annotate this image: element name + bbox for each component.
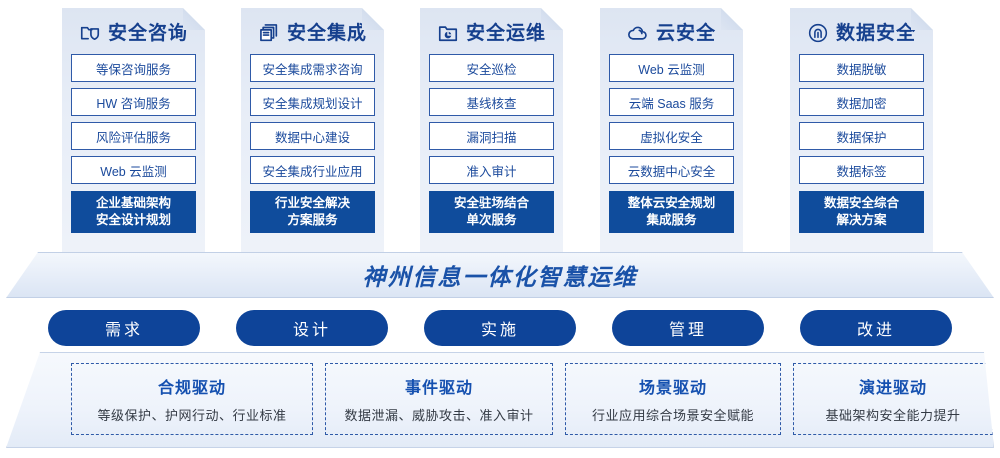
lifecycle-stages: 需求 设计 实施 管理 改进 (0, 310, 1000, 348)
stage-pill-management[interactable]: 管理 (612, 310, 764, 346)
driver-card-evolution[interactable]: 演进驱动 基础架构安全能力提升 (793, 363, 993, 435)
capability-column-cloud-security[interactable]: 云安全 Web 云监测 云端 Saas 服务 虚拟化安全 云数据中心安全 整体云… (600, 8, 743, 253)
column-header: 数据安全 (799, 8, 924, 54)
summary-line: 方案服务 (287, 213, 338, 227)
stage-pill-design[interactable]: 设计 (236, 310, 388, 346)
platform-banner: 神州信息一体化智慧运维 (6, 252, 994, 298)
driver-card-compliance[interactable]: 合规驱动 等级保护、护网行动、行业标准 (71, 363, 313, 435)
driver-description: 等级保护、护网行动、行业标准 (97, 408, 287, 423)
service-item[interactable]: 数据保护 (799, 122, 924, 150)
capability-column-data-security[interactable]: 数据安全 数据脱敏 数据加密 数据保护 数据标签 数据安全综合 解决方案 (790, 8, 933, 253)
column-title: 云安全 (655, 22, 716, 44)
service-item[interactable]: 等保咨询服务 (71, 54, 196, 82)
capability-columns: 安全咨询 等保咨询服务 HW 咨询服务 风险评估服务 Web 云监测 企业基础架… (0, 0, 1000, 258)
folder-shield-icon (79, 22, 101, 44)
column-summary[interactable]: 行业安全解决 方案服务 (250, 191, 375, 233)
driver-title: 场景驱动 (638, 380, 707, 397)
summary-line: 单次服务 (466, 213, 517, 227)
summary-line: 集成服务 (646, 213, 697, 227)
service-item[interactable]: Web 云监测 (609, 54, 734, 82)
stage-pill-requirement[interactable]: 需求 (48, 310, 200, 346)
column-summary[interactable]: 企业基础架构 安全设计规划 (71, 191, 196, 233)
service-item[interactable]: 数据标签 (799, 156, 924, 184)
service-item[interactable]: 安全集成规划设计 (250, 88, 375, 116)
summary-line: 安全设计规划 (95, 213, 171, 227)
service-item[interactable]: Web 云监测 (71, 156, 196, 184)
column-title: 安全集成 (286, 22, 367, 44)
service-item[interactable]: 云端 Saas 服务 (609, 88, 734, 116)
driver-title: 事件驱动 (404, 380, 473, 397)
service-item[interactable]: 基线核查 (429, 88, 554, 116)
driver-description: 行业应用综合场景安全赋能 (591, 408, 754, 423)
capability-column-security-operations[interactable]: 安全运维 安全巡检 基线核查 漏洞扫描 准入审计 安全驻场结合 单次服务 (420, 8, 563, 253)
service-item[interactable]: 准入审计 (429, 156, 554, 184)
cloud-icon (627, 22, 649, 44)
driver-title: 演进驱动 (858, 380, 927, 397)
fingerprint-icon (807, 22, 829, 44)
summary-line: 行业安全解决 (274, 196, 350, 211)
service-item[interactable]: HW 咨询服务 (71, 88, 196, 116)
service-item[interactable]: 安全集成行业应用 (250, 156, 375, 184)
capability-column-security-consulting[interactable]: 安全咨询 等保咨询服务 HW 咨询服务 风险评估服务 Web 云监测 企业基础架… (62, 8, 205, 253)
driver-description: 数据泄漏、威胁攻击、准入审计 (344, 408, 534, 423)
stacked-documents-icon (258, 22, 280, 44)
summary-line: 解决方案 (836, 213, 887, 227)
stage-pill-improvement[interactable]: 改进 (800, 310, 952, 346)
column-title: 安全咨询 (107, 22, 188, 44)
driver-card-scenario[interactable]: 场景驱动 行业应用综合场景安全赋能 (565, 363, 781, 435)
driver-card-incident[interactable]: 事件驱动 数据泄漏、威胁攻击、准入审计 (325, 363, 553, 435)
service-item[interactable]: 云数据中心安全 (609, 156, 734, 184)
service-item[interactable]: 安全集成需求咨询 (250, 54, 375, 82)
service-item[interactable]: 数据加密 (799, 88, 924, 116)
column-header: 安全集成 (250, 8, 375, 54)
service-item[interactable]: 数据中心建设 (250, 122, 375, 150)
summary-line: 整体云安全规划 (627, 196, 716, 211)
summary-line: 安全驻场结合 (453, 196, 529, 211)
service-item[interactable]: 风险评估服务 (71, 122, 196, 150)
column-header: 安全咨询 (71, 8, 196, 54)
service-item[interactable]: 漏洞扫描 (429, 122, 554, 150)
column-title: 安全运维 (465, 22, 546, 44)
column-summary[interactable]: 整体云安全规划 集成服务 (609, 191, 734, 233)
driver-description: 基础架构安全能力提升 (825, 408, 961, 423)
column-summary[interactable]: 数据安全综合 解决方案 (799, 191, 924, 233)
column-title: 数据安全 (835, 22, 916, 44)
service-item[interactable]: 虚拟化安全 (609, 122, 734, 150)
driver-band: 合规驱动 等级保护、护网行动、行业标准 事件驱动 数据泄漏、威胁攻击、准入审计 … (6, 352, 994, 448)
driver-title: 合规驱动 (157, 380, 226, 397)
service-item[interactable]: 数据脱敏 (799, 54, 924, 82)
column-header: 云安全 (609, 8, 734, 54)
column-summary[interactable]: 安全驻场结合 单次服务 (429, 191, 554, 233)
summary-line: 企业基础架构 (95, 196, 171, 211)
capability-column-security-integration[interactable]: 安全集成 安全集成需求咨询 安全集成规划设计 数据中心建设 安全集成行业应用 行… (241, 8, 384, 253)
folder-chart-icon (437, 22, 459, 44)
service-item[interactable]: 安全巡检 (429, 54, 554, 82)
column-header: 安全运维 (429, 8, 554, 54)
summary-line: 数据安全综合 (823, 196, 899, 211)
platform-banner-title: 神州信息一体化智慧运维 (362, 264, 638, 290)
stage-pill-implementation[interactable]: 实施 (424, 310, 576, 346)
